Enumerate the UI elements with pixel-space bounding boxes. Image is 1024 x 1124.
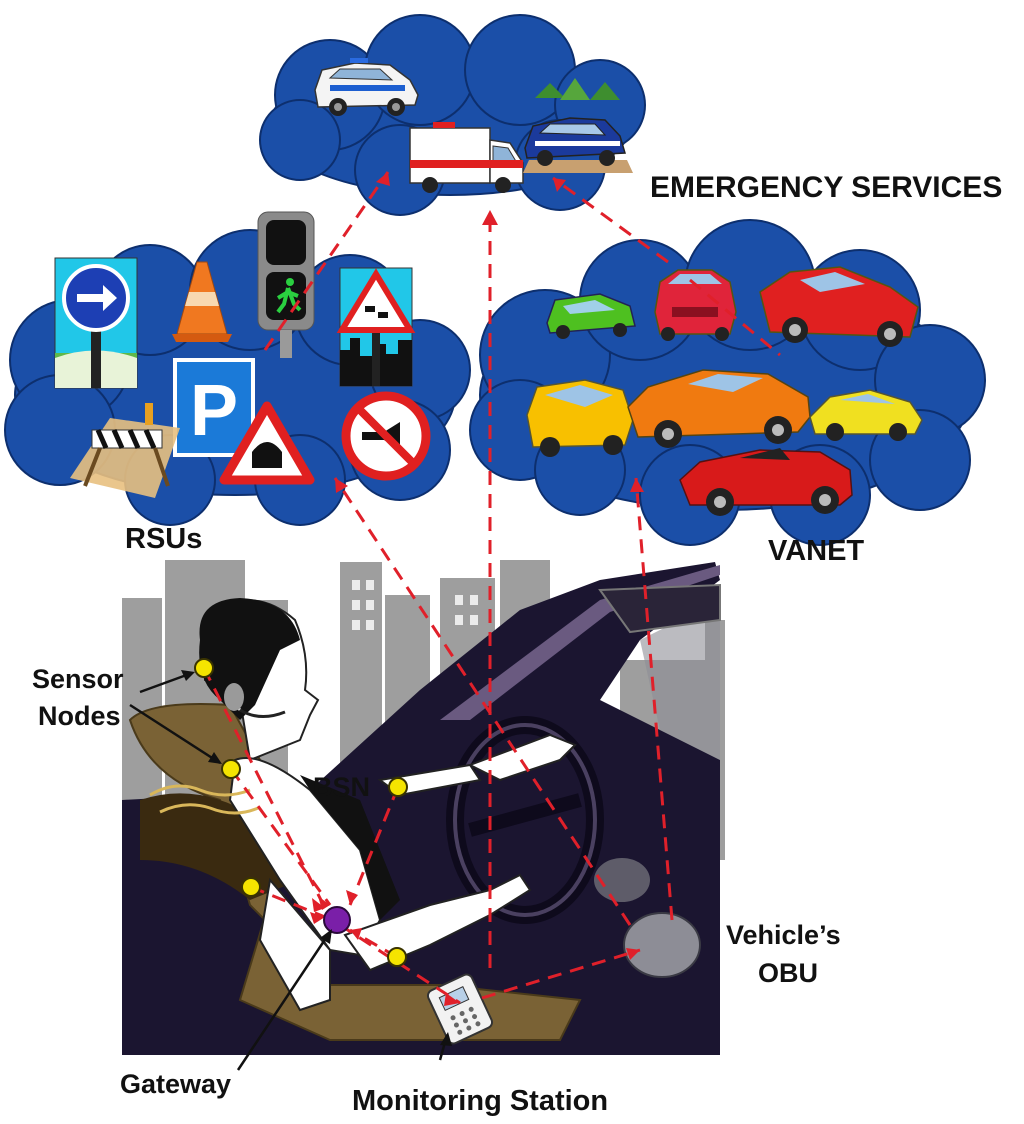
bsn-label: BSN [313,772,370,802]
red-sedan-icon [654,269,737,341]
communication-links [202,171,781,1005]
police-suv-icon [523,78,633,173]
pedestrian-signal-icon [257,211,315,358]
link-obu-to-rsu [333,477,632,926]
monitoring-station-label: Monitoring Station [352,1085,608,1117]
sensor-nodes-label-line1: Sensor [32,664,124,694]
steering-wheel [446,716,604,924]
vanet-label: VANET [768,535,864,567]
gateway-node [323,906,351,934]
emergency-services-label: EMERGENCY SERVICES [650,171,1002,204]
pointer-arrowheads [181,670,452,1046]
gateway-label: Gateway [120,1069,231,1099]
rsus-label: RSUs [125,523,202,555]
orange-coupe-icon [627,369,811,448]
parking-sign-icon: P [173,358,255,457]
red-sports-car-icon [759,266,919,347]
red-convertible-icon [679,448,853,516]
link-vanet-to-emergency [552,176,669,264]
link-vanet-internal [689,278,781,357]
police-car-icon [314,58,419,116]
direction-sign-icon [54,257,138,389]
no-horn-sign-icon [341,391,431,481]
tunnel-sign-icon [219,401,315,485]
link-station-to-obu [481,948,641,1000]
link-node-neck-to-gateway [229,768,332,906]
sensor-node-chest [388,777,408,797]
sensor-node-elbow [387,947,407,967]
svg-text:P: P [190,371,238,451]
vehicles-obu-label-line2: OBU [758,958,818,988]
emergency-cloud [259,14,646,216]
link-obu-to-vanet [634,477,674,921]
link-arrowheads [310,172,644,1006]
sensor-nodes-label-line2: Nodes [38,701,121,731]
link-rsu-to-emergency [263,171,390,351]
sensor-nodes [194,658,408,967]
yellow-sports-car-icon [809,389,923,441]
rear-view-mirror [598,583,721,634]
driver-scene [122,560,725,1055]
obu-unit-icon [623,912,701,978]
link-node-arm-to-gateway [250,885,326,919]
traffic-cone-icon [172,261,232,342]
traffic-jam-sign-icon [336,267,416,387]
green-car-icon [546,293,636,339]
yellow-car-icon [526,379,634,457]
sensor-node-neck [221,759,241,779]
road-barrier-icon [70,403,180,498]
sensor-node-head [194,658,214,678]
sensor-node-arm [241,877,261,897]
vehicles-obu-label-line1: Vehicle’s [726,920,841,950]
